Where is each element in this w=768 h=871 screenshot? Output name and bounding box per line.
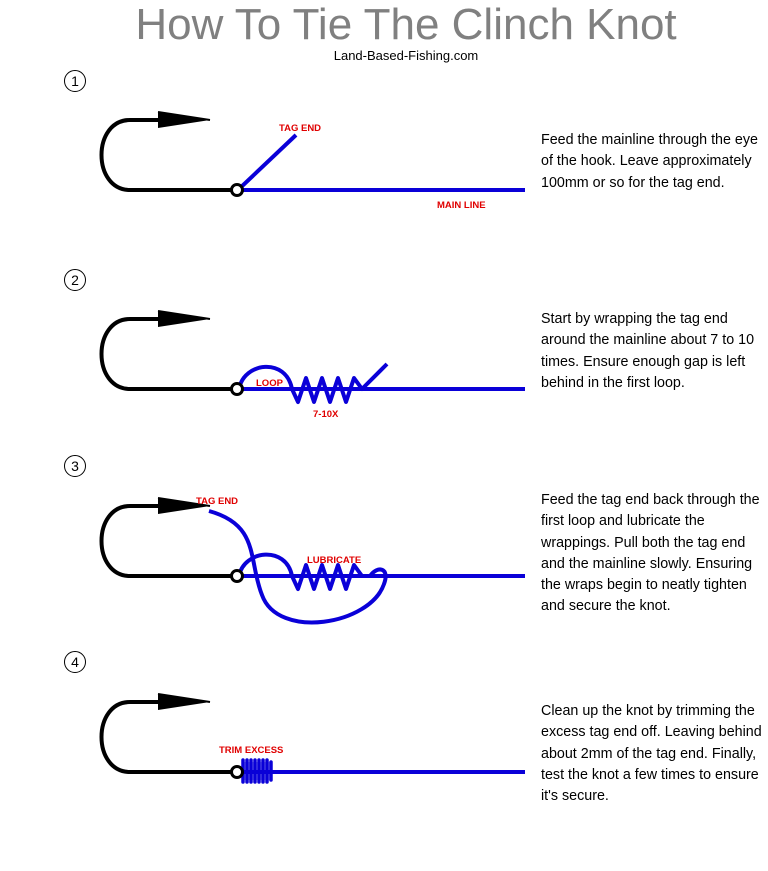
hook-icon — [99, 496, 240, 578]
step-2-diagram: LOOP 7-10X — [99, 309, 525, 420]
wraps — [290, 362, 389, 404]
loop-label: LOOP — [256, 378, 284, 389]
step-1-diagram: TAG END MAIN LINE — [99, 110, 525, 211]
first-loop — [237, 364, 294, 390]
step-3-diagram: TAG END LUBRICATE — [99, 496, 525, 625]
step-1-description: Feed the mainline through the eye of the… — [541, 132, 758, 191]
step-3-number: 3 — [64, 455, 86, 477]
tag-end-label: TAG END — [279, 123, 321, 134]
tag-end-line — [237, 133, 298, 191]
page-subtitle: Land-Based-Fishing.com — [333, 48, 479, 63]
hook-eye — [230, 765, 244, 779]
hook-eye — [230, 382, 244, 396]
step-4-diagram: TRIM EXCESS — [99, 692, 525, 784]
trim-excess-label: TRIM EXCESS — [219, 745, 283, 756]
page-title: How To Tie The Clinch Knot — [135, 0, 677, 49]
tag-end-return — [208, 509, 388, 625]
first-loop — [237, 552, 294, 577]
step-4-number: 4 — [64, 651, 86, 673]
tag-end-label: TAG END — [196, 496, 238, 507]
hook-icon — [99, 110, 240, 192]
step-1-number: 1 — [64, 70, 86, 92]
hook-eye — [230, 569, 244, 583]
lubricate-label: LUBRICATE — [307, 555, 361, 566]
hook-eye — [230, 183, 244, 197]
wraps — [290, 563, 370, 591]
main-line-label: MAIN LINE — [437, 200, 486, 211]
hook-icon — [99, 692, 240, 774]
step-2-description: Start by wrapping the tag end around the… — [541, 311, 755, 391]
hook-icon — [99, 309, 240, 391]
step-2-number: 2 — [64, 269, 86, 291]
step-4-description: Clean up the knot by trimming the excess… — [541, 703, 762, 805]
step-3-description: Feed the tag end back through the first … — [541, 492, 760, 615]
wraps-count-label: 7-10X — [313, 409, 339, 420]
